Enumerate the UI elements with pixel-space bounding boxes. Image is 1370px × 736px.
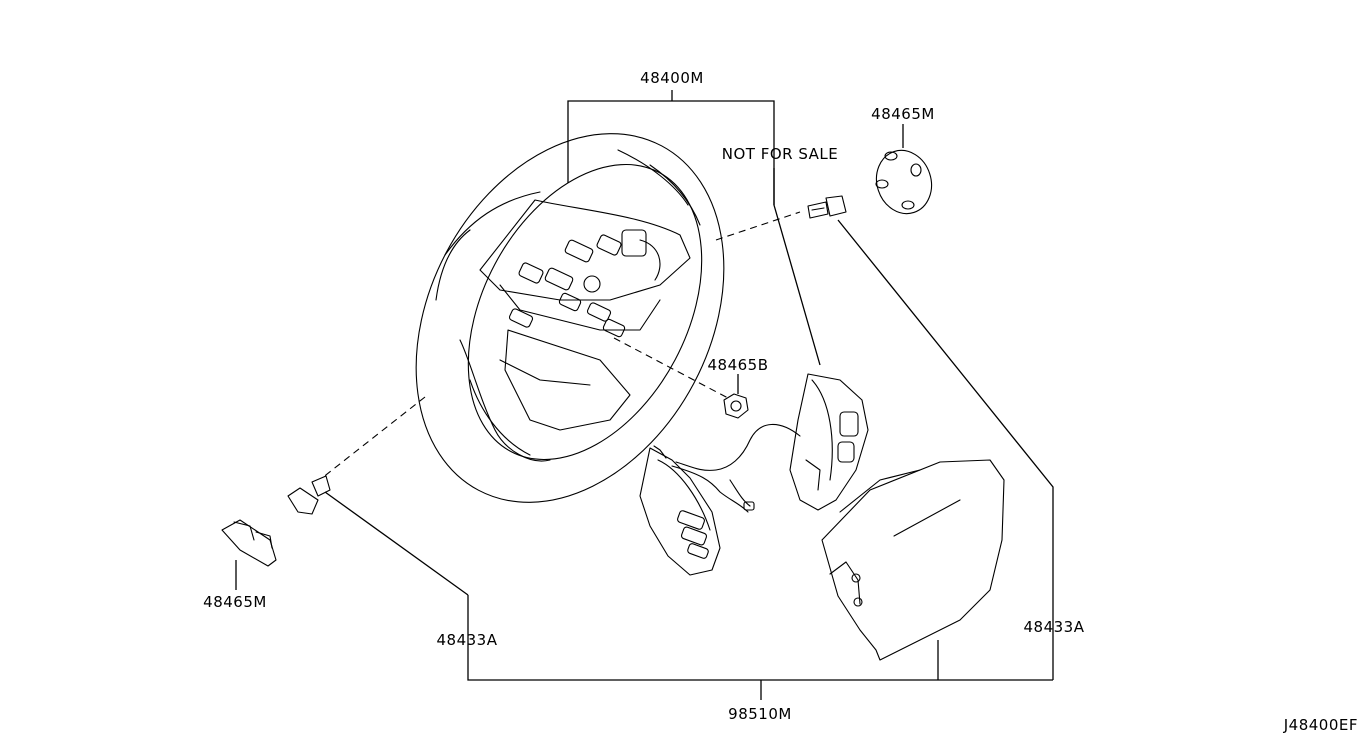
label-steering-wheel: 48400M [640,69,704,87]
ornament-emblem [875,149,933,215]
label-not-for-sale: NOT FOR SALE [722,145,838,163]
labels: 48400M 48465M NOT FOR SALE 48465B 48465M… [203,69,1358,734]
leader-lines [235,90,1054,700]
steering-wheel [415,133,725,503]
bolt [807,195,847,219]
steering-switch-right [789,373,869,511]
wire-harness [675,423,801,511]
label-bracket-left: 48433A [437,631,498,649]
label-nut: 48465B [707,356,768,374]
label-diagram-code: J48400EF [1283,716,1358,734]
label-switch-left: 48465M [203,593,267,611]
switch-clip [221,519,277,567]
connector-bracket [287,475,331,515]
label-airbag-module: 98510M [728,705,792,723]
label-bracket-right: 48433A [1024,618,1085,636]
airbag-module [821,459,1005,661]
steering-switch-left [639,445,749,576]
nut [723,393,749,419]
label-ornament-top: 48465M [871,105,935,123]
